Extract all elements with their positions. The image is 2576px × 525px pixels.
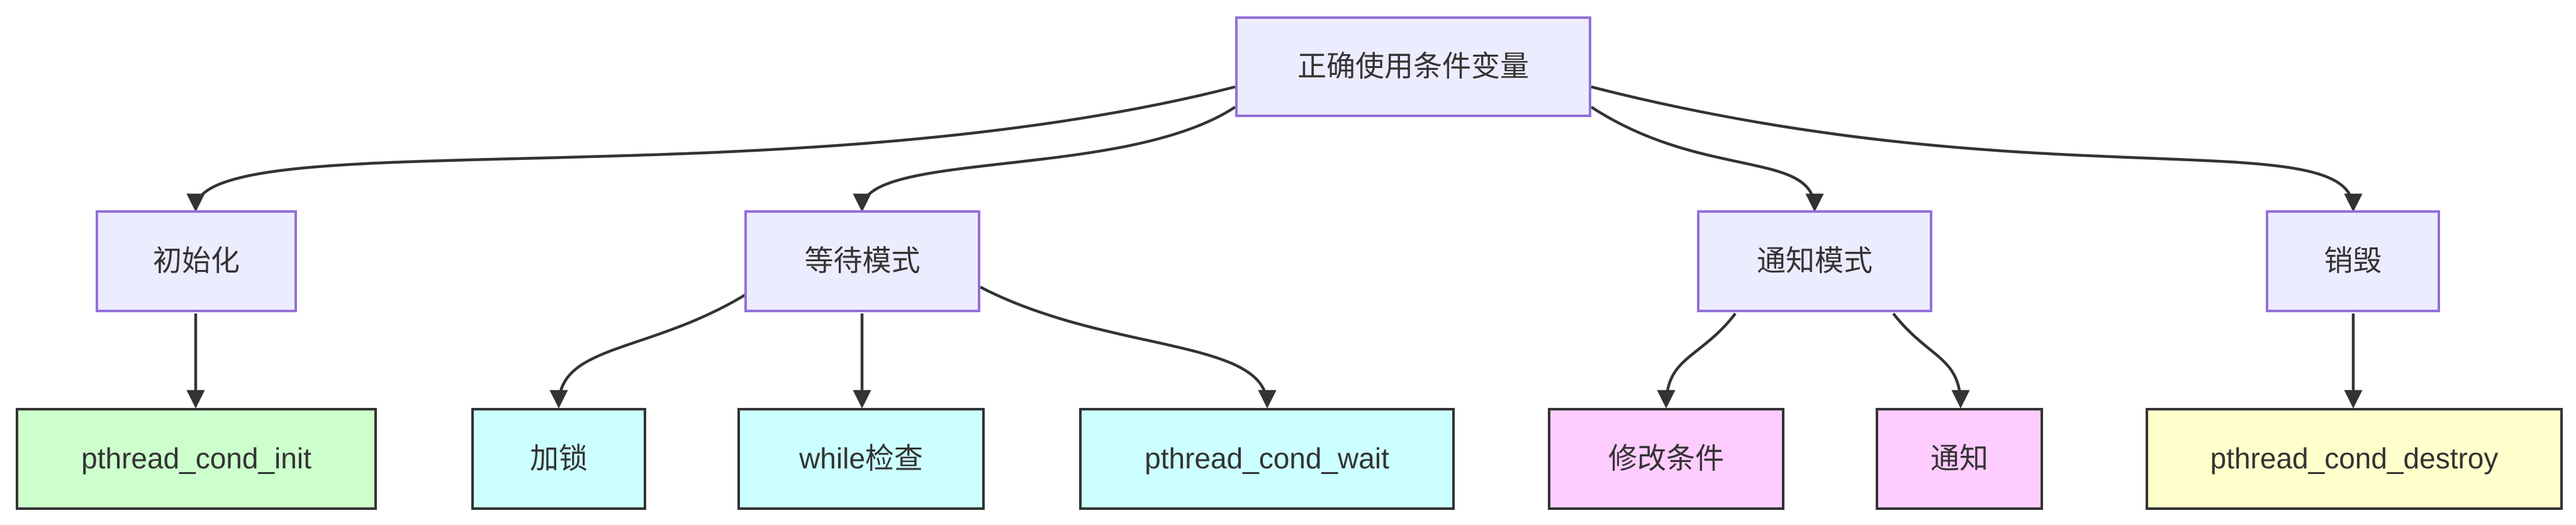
- node-pthread-cond-init: pthread_cond_init: [16, 408, 377, 510]
- edge-wait-mode-to-pthread-cond-wait: [979, 286, 1277, 409]
- node-while-check: while检查: [737, 408, 985, 510]
- node-label-pthread-cond-init: pthread_cond_init: [81, 442, 311, 475]
- node-label-init-phase: 初始化: [153, 244, 240, 278]
- edge-notify-mode-to-notify: [1892, 312, 1970, 409]
- node-label-notify-mode: 通知模式: [1757, 244, 1873, 278]
- node-label-while-check: while检查: [799, 442, 923, 475]
- node-label-lock: 加锁: [530, 442, 588, 475]
- node-label-notify: 通知: [1930, 442, 1988, 475]
- node-label-destroy-phase: 销毁: [2324, 244, 2382, 278]
- node-notify-mode: 通知模式: [1697, 210, 1932, 312]
- node-pthread-cond-wait: pthread_cond_wait: [1079, 408, 1455, 510]
- node-lock: 加锁: [471, 408, 646, 510]
- node-pthread-cond-destroy: pthread_cond_destroy: [2146, 408, 2563, 510]
- edge-notify-mode-to-modify-condition: [1657, 312, 1737, 409]
- node-label-pthread-cond-wait: pthread_cond_wait: [1145, 442, 1389, 475]
- node-label-modify-condition: 修改条件: [1608, 442, 1724, 475]
- edge-root-to-wait-mode: [853, 106, 1236, 212]
- node-modify-condition: 修改条件: [1548, 408, 1784, 510]
- node-wait-mode: 等待模式: [744, 210, 980, 312]
- node-init-phase: 初始化: [96, 210, 297, 312]
- node-destroy-phase: 销毁: [2266, 210, 2440, 312]
- edge-root-to-init-phase: [186, 85, 1236, 212]
- node-root: 正确使用条件变量: [1235, 16, 1591, 117]
- node-notify: 通知: [1876, 408, 2043, 510]
- edge-root-to-destroy-phase: [1591, 85, 2363, 212]
- node-label-root: 正确使用条件变量: [1297, 50, 1529, 83]
- node-label-wait-mode: 等待模式: [804, 244, 921, 278]
- node-label-pthread-cond-destroy: pthread_cond_destroy: [2210, 442, 2499, 475]
- edge-wait-mode-to-lock: [549, 293, 747, 409]
- edge-root-to-notify-mode: [1590, 106, 1824, 212]
